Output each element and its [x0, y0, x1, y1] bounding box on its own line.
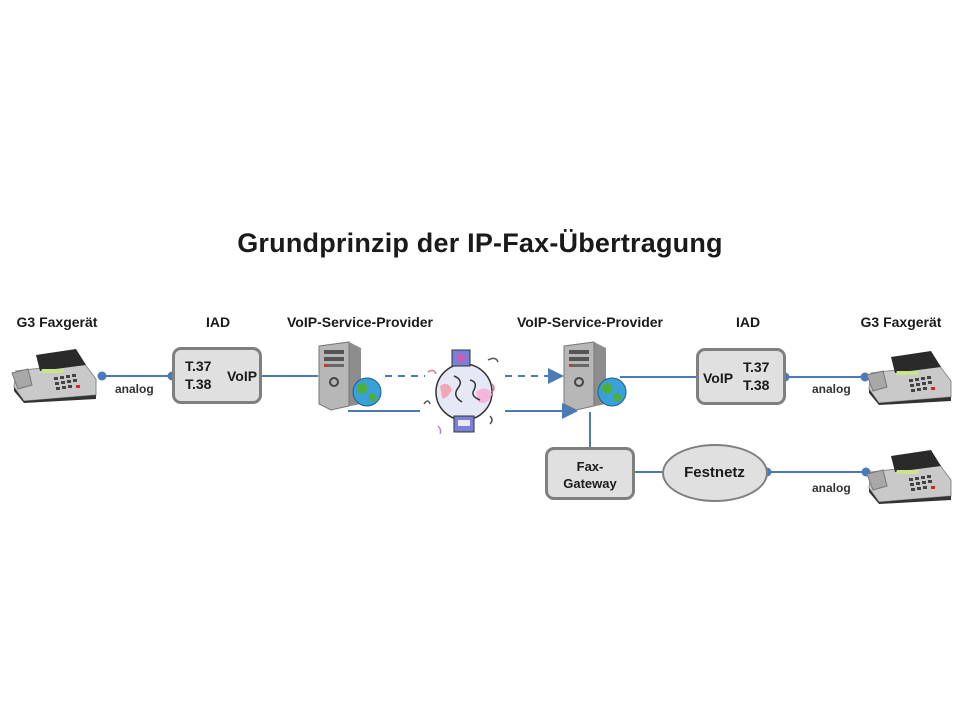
iad-left-voip: VoIP	[227, 368, 258, 384]
fax-machine-icon	[865, 347, 953, 405]
festnetz-node: Festnetz	[662, 444, 768, 502]
label-fax-left: G3 Faxgerät	[16, 314, 98, 330]
iad-left-proto1: T.37	[185, 358, 212, 374]
iad-right-voip: VoIP	[703, 370, 734, 386]
gateway-line1: Fax-	[576, 459, 604, 474]
iad-left-proto2: T.38	[185, 376, 212, 392]
label-provider-right: VoIP-Service-Provider	[516, 314, 664, 330]
gateway-line2: Gateway	[563, 476, 617, 491]
iad-right-box: VoIP T.37 T.38	[696, 348, 786, 405]
label-fax-right: G3 Faxgerät	[860, 314, 942, 330]
internet-globe-icon	[418, 342, 508, 438]
festnetz-label: Festnetz	[684, 464, 745, 481]
connector-dot	[97, 371, 107, 381]
server-globe-icon	[560, 340, 632, 412]
label-provider-left: VoIP-Service-Provider	[286, 314, 434, 330]
fax-gateway-box: Fax- Gateway	[545, 447, 635, 500]
iad-right-proto1: T.37	[743, 359, 770, 375]
link-label-analog-right: analog	[812, 382, 851, 396]
diagram-title: Grundprinzip der IP-Fax-Übertragung	[237, 228, 723, 258]
iad-left-box: T.37 T.38 VoIP	[172, 347, 262, 404]
iad-right-proto2: T.38	[743, 377, 770, 393]
label-iad-left: IAD	[205, 314, 231, 330]
label-iad-right: IAD	[735, 314, 761, 330]
link-label-analog-left: analog	[115, 382, 154, 396]
fax-machine-icon	[865, 446, 953, 504]
fax-machine-icon	[10, 345, 98, 403]
server-globe-icon	[315, 340, 387, 412]
link-label-analog-bottom: analog	[812, 481, 851, 495]
